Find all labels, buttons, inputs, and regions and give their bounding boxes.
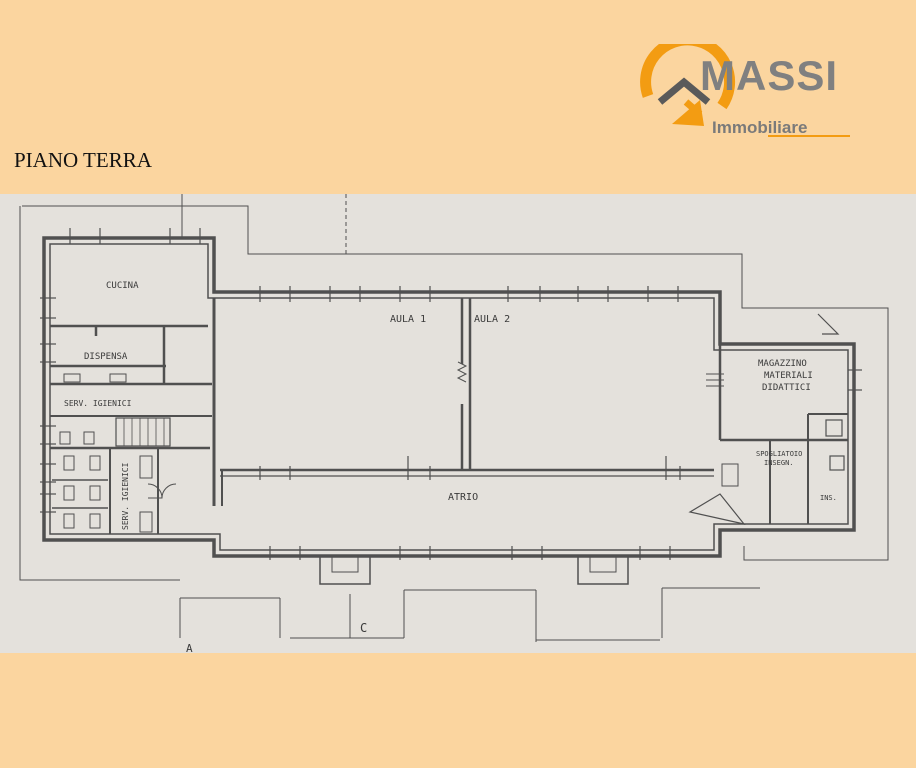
- room-label-cucina: CUCINA: [106, 281, 139, 291]
- room-label-dispensa: DISPENSA: [84, 352, 128, 362]
- floor-plan-drawing: CUCINA DISPENSA SERV. IGIENICI SERV. IGI…: [19, 194, 889, 653]
- room-label-magazzino-line1: MAGAZZINO: [758, 359, 807, 369]
- section-mark-a: A: [186, 642, 193, 653]
- room-label-aula2: AULA 2: [474, 314, 510, 325]
- room-label-serv-igienici-side: SERV. IGIENICI: [121, 462, 130, 530]
- room-label-spogliatoio-line1: SPOGLIATOIO: [756, 450, 802, 458]
- logo-wordmark: MASSI: [700, 52, 839, 99]
- room-label-magazzino-line3: DIDATTICI: [762, 383, 811, 393]
- massi-logo-icon: [640, 44, 850, 137]
- room-label-aula1: AULA 1: [390, 314, 426, 325]
- room-label-magazzino-line2: MATERIALI: [764, 371, 813, 381]
- page-title: PIANO TERRA: [14, 148, 152, 172]
- room-label-ins: INS.: [820, 494, 837, 502]
- logo-subtitle: Immobiliare: [712, 118, 808, 137]
- room-label-serv-igienici-top: SERV. IGIENICI: [64, 399, 132, 408]
- section-mark-c: C: [360, 621, 367, 635]
- room-label-spogliatoio-line2: INSEGN.: [764, 459, 794, 467]
- room-label-atrio: ATRIO: [448, 492, 478, 503]
- floor-plan: CUCINA DISPENSA SERV. IGIENICI SERV. IGI…: [0, 194, 916, 653]
